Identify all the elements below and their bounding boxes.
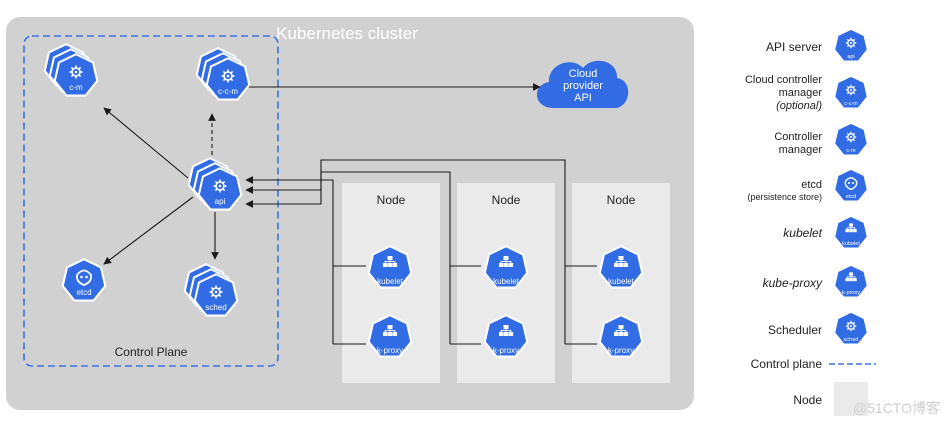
legend-ccm-label-2: manager	[778, 87, 822, 99]
legend-ccm-label-1: Cloud controller	[744, 74, 822, 86]
node-3-kproxy-caption: k-proxy	[608, 346, 634, 355]
legend-ccm-label-3: (optional)	[776, 100, 822, 112]
legend-etcd-icon-caption: etcd	[846, 194, 856, 200]
control-plane-label: Control Plane	[114, 345, 188, 359]
node-2-kubelet-caption: kubelet	[493, 277, 520, 286]
node-1-kubelet-caption: kubelet	[377, 277, 404, 286]
ccm-caption: c-c-m	[218, 87, 238, 96]
legend-scheduler-label: Scheduler	[767, 323, 822, 337]
legend-cm-icon-caption: c-m	[846, 148, 856, 154]
legend-kubelet-label: kubelet	[783, 226, 822, 240]
node-1-title: Node	[376, 193, 406, 207]
node-3-title: Node	[606, 193, 636, 207]
node-2-kproxy-caption: k-proxy	[493, 346, 519, 355]
legend-etcd-label-1: etcd	[801, 179, 822, 191]
connector-lines	[103, 83, 597, 345]
legend-control-plane-label: Control plane	[750, 357, 822, 371]
cloud-provider-shape	[537, 60, 629, 108]
legend-sched-icon-caption: sched	[844, 337, 859, 343]
legend-etcd-label-2: (persistence store)	[747, 192, 822, 202]
api-caption: api	[215, 197, 226, 206]
sched-caption: sched	[205, 303, 226, 312]
cloud-label-line-2: provider	[563, 80, 603, 92]
legend-kproxy-icon-caption: k-proxy	[842, 290, 860, 296]
legend-api-server-label: API server	[765, 40, 822, 54]
cluster-title: Kubernetes cluster	[276, 24, 418, 43]
node-2-title: Node	[491, 193, 521, 207]
legend-node-swatch	[834, 382, 868, 416]
cm-caption: c-m	[69, 83, 83, 92]
watermark: @51CTO博客	[852, 400, 940, 416]
legend-node-label: Node	[793, 393, 822, 407]
legend-ccm-icon-caption: c-c-m	[844, 101, 858, 107]
legend-kube-proxy-label: kube-proxy	[762, 276, 822, 290]
cloud-label-line-3: API	[574, 92, 592, 104]
cloud-label-line-1: Cloud	[569, 68, 598, 80]
node-3-kubelet-caption: kubelet	[608, 277, 635, 286]
control-plane-boundary	[23, 35, 279, 367]
etcd-caption: etcd	[76, 288, 91, 297]
legend-kubelet-icon-caption: kubelet	[842, 241, 860, 247]
legend-api-icon-caption: api	[847, 54, 854, 60]
legend-cm-label-2: manager	[778, 144, 822, 156]
node-1-kproxy-caption: k-proxy	[377, 346, 403, 355]
legend-cm-label-1: Controller	[774, 131, 822, 143]
